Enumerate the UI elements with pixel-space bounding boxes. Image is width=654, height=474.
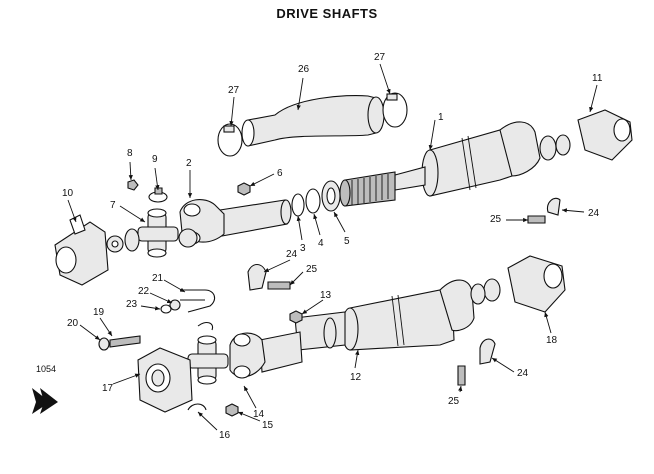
nut-6: [237, 182, 251, 196]
fitting-13: [289, 310, 303, 324]
callout-26: 26: [298, 64, 310, 75]
bolt-19: [109, 335, 141, 348]
drive-shaft-tube-1: [394, 121, 541, 197]
washer-20: [98, 337, 110, 351]
callout-24-upper: 24: [588, 208, 600, 219]
figure-number: 1054: [36, 364, 56, 374]
callout-6: 6: [277, 168, 283, 179]
flange-yoke-10: [54, 214, 140, 286]
nut-22: [169, 299, 181, 311]
bolt-25-middle: [267, 281, 291, 290]
strap-24-upper: [546, 197, 561, 216]
diagram-title: DRIVE SHAFTS: [276, 6, 378, 21]
callout-2: 2: [186, 158, 192, 169]
strap-24-lower: [479, 338, 496, 365]
nut-15: [225, 403, 239, 417]
callout-5: 5: [344, 236, 350, 247]
clamp-27-left: [217, 123, 243, 157]
washer-4: [305, 188, 321, 214]
clip-16: [187, 403, 207, 411]
callout-22: 22: [138, 286, 150, 297]
grease-fitting-8: [127, 179, 139, 191]
callout-9: 9: [152, 154, 158, 165]
callout-25-lower: 25: [448, 396, 460, 407]
leader-lines: [67, 63, 598, 431]
callout-23: 23: [126, 299, 138, 310]
flange-yoke-17: [137, 347, 193, 413]
callout-8: 8: [127, 148, 133, 159]
callout-19: 19: [93, 307, 105, 318]
callout-14: 14: [253, 409, 265, 420]
callout-16: 16: [219, 430, 231, 441]
bolt-25-upper: [527, 215, 546, 224]
callout-24-middle: 24: [286, 249, 298, 260]
universal-joint-7: [137, 208, 198, 258]
flange-yoke-11: [539, 109, 633, 161]
callout-13: 13: [320, 290, 332, 301]
callout-25-middle: 25: [306, 264, 318, 275]
washer-23: [160, 304, 172, 314]
u-bolt-21: [180, 289, 216, 313]
callout-20: 20: [67, 318, 79, 329]
callout-12: 12: [350, 372, 362, 383]
callout-11: 11: [592, 73, 603, 84]
slip-yoke-14: [229, 331, 303, 379]
callout-10: 10: [62, 188, 74, 199]
callout-18: 18: [546, 335, 558, 346]
callout-27-right: 27: [374, 52, 386, 63]
callout-1: 1: [438, 112, 444, 123]
drive-shaft-tube-12: [294, 279, 475, 351]
callout-17: 17: [102, 383, 114, 394]
slip-yoke-2: [179, 199, 292, 245]
callout-3: 3: [300, 243, 306, 254]
direction-arrow-icon: [32, 388, 58, 414]
callout-labels: 1 2 3 4 5 6 7 8 9 10 11 12 13 14 15 16 1…: [36, 52, 603, 441]
splined-stub-5: [339, 171, 396, 207]
callout-21: 21: [152, 273, 164, 284]
callout-15: 15: [262, 420, 274, 431]
callout-4: 4: [318, 238, 324, 249]
clamp-27-right: [382, 92, 408, 128]
boot-sleeve-26: [241, 95, 385, 147]
universal-joint-lower: [187, 335, 229, 385]
callout-7: 7: [110, 200, 116, 211]
strap-24-middle: [247, 263, 267, 291]
callout-25-upper: 25: [490, 214, 502, 225]
ring-3: [291, 193, 305, 217]
callout-27-left: 27: [228, 85, 240, 96]
bolt-25-lower: [457, 365, 466, 386]
flange-yoke-18: [470, 255, 566, 313]
callout-24-lower: 24: [517, 368, 529, 379]
